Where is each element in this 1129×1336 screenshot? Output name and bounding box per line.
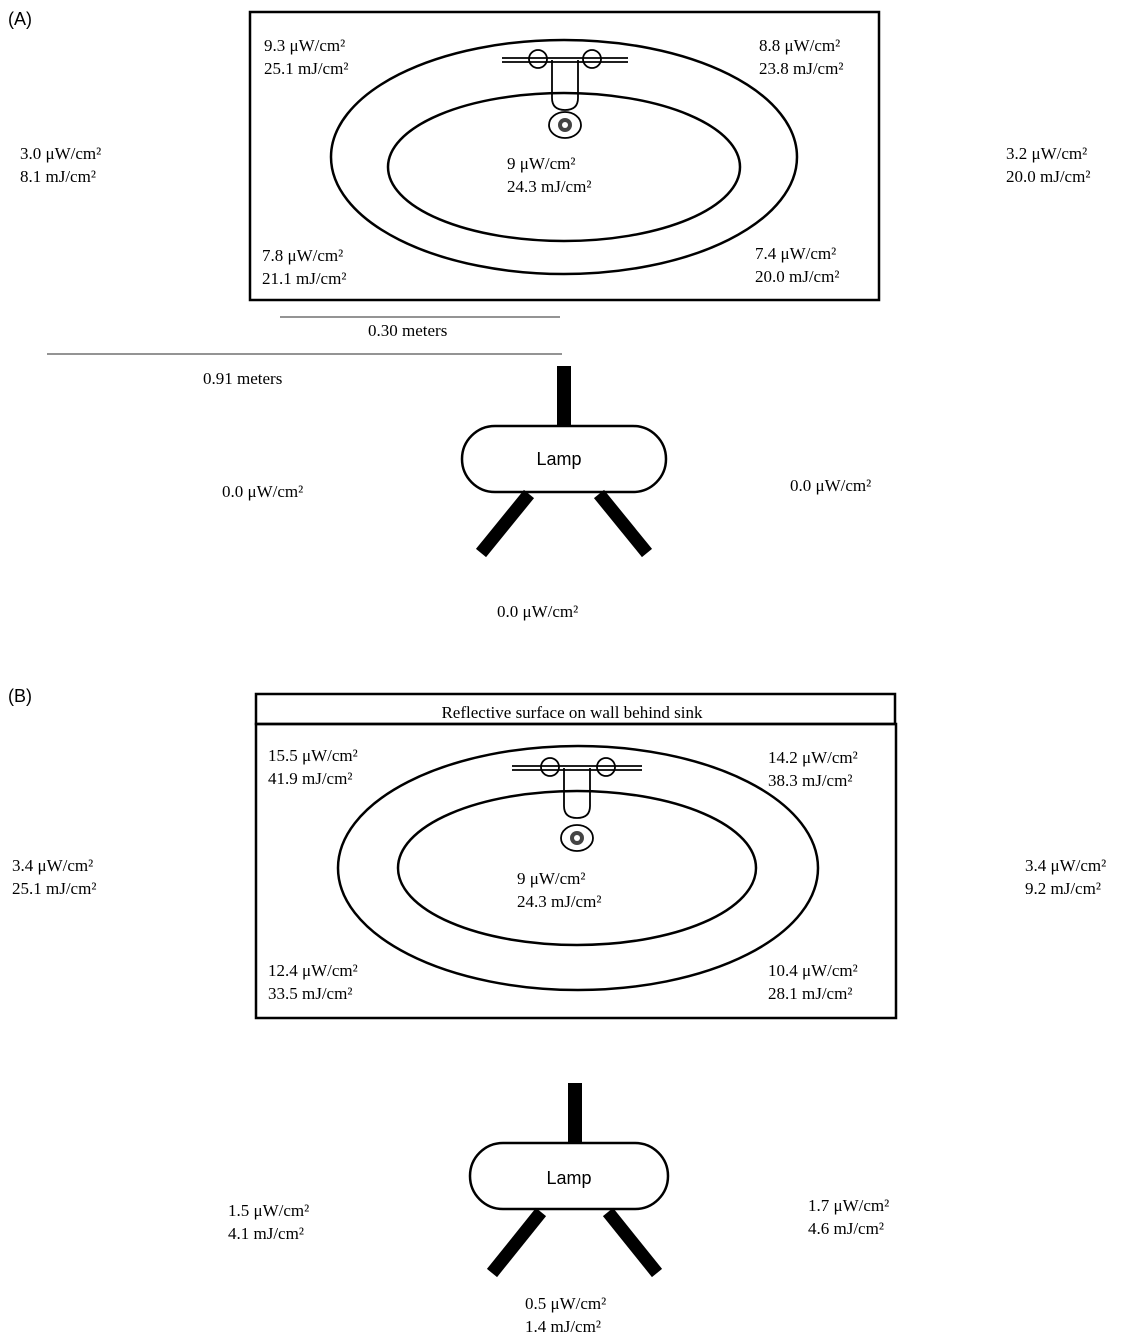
- b-bottom-left-irradiance: 12.4 μW/cm²: [268, 961, 358, 980]
- a-bottom-right-dose: 20.0 mJ/cm²: [755, 267, 839, 286]
- b-lamp-label: Lamp: [546, 1168, 591, 1188]
- b-top-right-irradiance: 14.2 μW/cm²: [768, 748, 858, 767]
- b-lamp-body: [468, 1141, 670, 1211]
- panel-b: (B) Reflective surface on wall behind si…: [8, 686, 1106, 1336]
- b-lamp-mount: [568, 1083, 582, 1143]
- a-lamp-leg-right: [593, 489, 653, 558]
- b-outside-right-dose: 9.2 mJ/cm²: [1025, 879, 1101, 898]
- a-lamp-body: [460, 424, 668, 494]
- b-lamp-leg-right: [602, 1207, 663, 1278]
- panel-a: (A) 9.3 μW/cm² 25.1 mJ/cm² 8.8 μW/cm² 23…: [8, 9, 1090, 621]
- b-lamp-right-irradiance: 1.7 μW/cm²: [808, 1196, 889, 1215]
- a-lamp-mount: [557, 366, 571, 426]
- a-outside-left-dose: 8.1 mJ/cm²: [20, 167, 96, 186]
- a-bottom-left-dose: 21.1 mJ/cm²: [262, 269, 346, 288]
- a-center-dose: 24.3 mJ/cm²: [507, 177, 591, 196]
- panel-a-sink-basin: [386, 91, 742, 243]
- a-lamp-left-irradiance: 0.0 μW/cm²: [222, 482, 303, 501]
- a-lamp-right-irradiance: 0.0 μW/cm²: [790, 476, 871, 495]
- panel-a-label: (A): [8, 9, 32, 29]
- a-bottom-left-irradiance: 7.8 μW/cm²: [262, 246, 343, 265]
- b-lamp-left-irradiance: 1.5 μW/cm²: [228, 1201, 309, 1220]
- panel-a-drain-icon: [548, 111, 582, 139]
- b-outside-right-irradiance: 3.4 μW/cm²: [1025, 856, 1106, 875]
- b-lamp-bottom-dose: 1.4 mJ/cm²: [525, 1317, 601, 1336]
- a-top-left-irradiance: 9.3 μW/cm²: [264, 36, 345, 55]
- a-lamp-bottom-irradiance: 0.0 μW/cm²: [497, 602, 578, 621]
- panel-a-lamp: Lamp: [460, 366, 668, 558]
- a-scale-short-label: 0.30 meters: [368, 321, 447, 340]
- a-outside-right-irradiance: 3.2 μW/cm²: [1006, 144, 1087, 163]
- panel-b-drain-icon: [560, 824, 594, 852]
- b-outside-left-irradiance: 3.4 μW/cm²: [12, 856, 93, 875]
- a-scale-long-label: 0.91 meters: [203, 369, 282, 388]
- b-outside-left-dose: 25.1 mJ/cm²: [12, 879, 96, 898]
- b-top-left-irradiance: 15.5 μW/cm²: [268, 746, 358, 765]
- a-top-right-irradiance: 8.8 μW/cm²: [759, 36, 840, 55]
- b-center-dose: 24.3 mJ/cm²: [517, 892, 601, 911]
- panel-b-counter-box: [254, 722, 898, 1020]
- panel-b-label: (B): [8, 686, 32, 706]
- b-lamp-leg-left: [486, 1207, 547, 1278]
- panel-b-lamp: Lamp: [468, 1083, 670, 1278]
- b-lamp-left-dose: 4.1 mJ/cm²: [228, 1224, 304, 1243]
- b-bottom-right-dose: 28.1 mJ/cm²: [768, 984, 852, 1003]
- b-top-right-dose: 38.3 mJ/cm²: [768, 771, 852, 790]
- panel-a-counter-box: [248, 10, 881, 302]
- b-top-left-dose: 41.9 mJ/cm²: [268, 769, 352, 788]
- a-outside-left-irradiance: 3.0 μW/cm²: [20, 144, 101, 163]
- b-bottom-right-irradiance: 10.4 μW/cm²: [768, 961, 858, 980]
- a-lamp-label: Lamp: [536, 449, 581, 469]
- b-lamp-bottom-irradiance: 0.5 μW/cm²: [525, 1294, 606, 1313]
- a-lamp-leg-left: [475, 489, 535, 558]
- b-bottom-left-dose: 33.5 mJ/cm²: [268, 984, 352, 1003]
- a-outside-right-dose: 20.0 mJ/cm²: [1006, 167, 1090, 186]
- a-top-right-dose: 23.8 mJ/cm²: [759, 59, 843, 78]
- a-top-left-dose: 25.1 mJ/cm²: [264, 59, 348, 78]
- panel-a-sink-outer: [329, 38, 799, 276]
- a-bottom-right-irradiance: 7.4 μW/cm²: [755, 244, 836, 263]
- panel-b-sink-outer: [336, 744, 820, 992]
- b-lamp-right-dose: 4.6 mJ/cm²: [808, 1219, 884, 1238]
- panel-b-sink-basin: [396, 789, 758, 947]
- panel-b-faucet-icon: [512, 757, 642, 819]
- a-center-irradiance: 9 μW/cm²: [507, 154, 576, 173]
- panel-a-faucet-icon: [502, 49, 628, 111]
- b-center-irradiance: 9 μW/cm²: [517, 869, 586, 888]
- b-reflective-label: Reflective surface on wall behind sink: [441, 703, 703, 722]
